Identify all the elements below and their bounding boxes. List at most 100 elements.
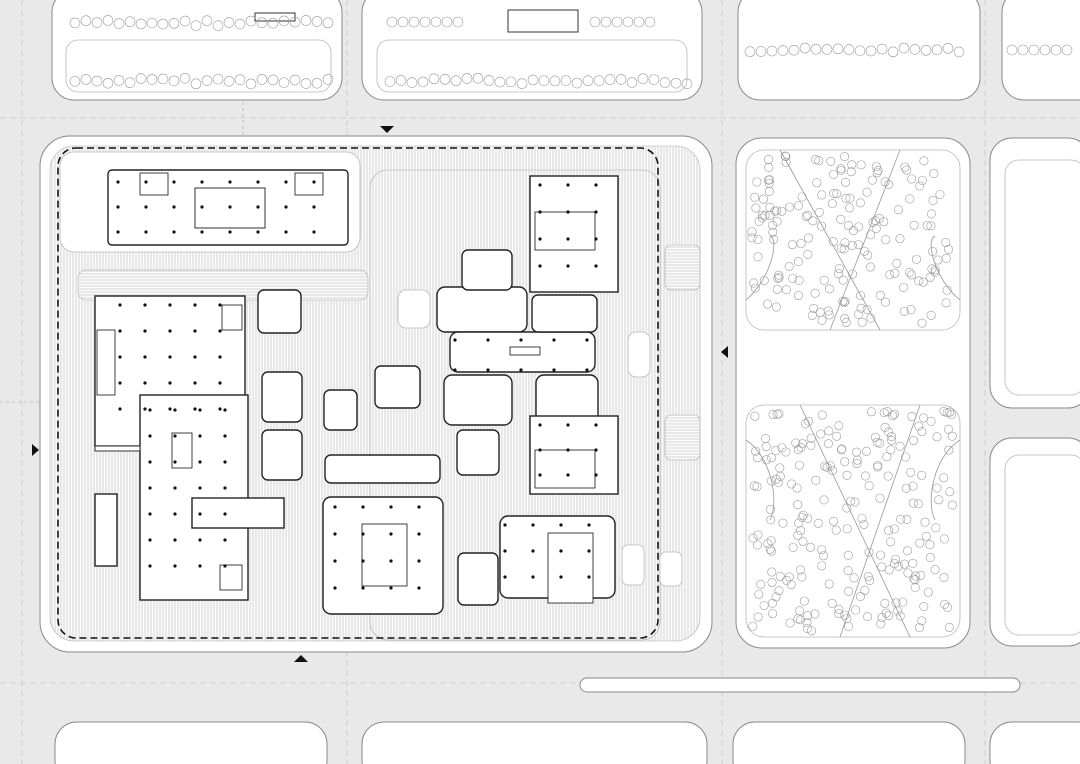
tree-canopy-icon	[754, 216, 764, 226]
tree-canopy-icon	[909, 574, 919, 584]
tree-canopy-icon	[836, 445, 846, 455]
tree-canopy-icon	[800, 419, 810, 429]
column-dot	[566, 210, 570, 214]
tree-canopy-icon	[750, 192, 760, 202]
tree-canopy-icon	[877, 562, 887, 572]
tree-canopy-icon	[527, 74, 539, 86]
tree-canopy-icon	[840, 296, 850, 306]
tree-canopy-icon	[806, 626, 816, 636]
tree-canopy-icon	[472, 72, 484, 84]
column-dot	[417, 559, 421, 563]
column-dot	[144, 180, 148, 184]
tree-canopy-icon	[890, 268, 900, 278]
tree-canopy-icon	[892, 258, 902, 268]
tree-canopy-icon	[880, 422, 890, 432]
tree-canopy-icon	[777, 45, 789, 56]
column-dot	[538, 183, 542, 187]
tree-canopy-icon	[945, 487, 955, 497]
tree-canopy-icon	[795, 606, 805, 616]
tree-canopy-icon	[834, 264, 844, 274]
column-dot	[172, 180, 176, 184]
tree-canopy-icon	[747, 233, 757, 243]
tree-canopy-icon	[851, 605, 861, 615]
tree-canopy-icon	[834, 609, 844, 619]
tree-canopy-icon	[914, 276, 924, 286]
tree-canopy-icon	[763, 299, 773, 309]
tree-canopy-icon	[876, 550, 886, 560]
tree-canopy-icon	[781, 157, 791, 167]
tree-canopy-icon	[908, 481, 918, 491]
tree-canopy-icon	[765, 504, 775, 514]
column-dot	[173, 486, 177, 490]
tree-canopy-icon	[289, 74, 301, 86]
tree-canopy-icon	[772, 284, 782, 294]
entry-arrow-icon	[721, 346, 728, 358]
tree-canopy-icon	[311, 78, 323, 89]
tree-canopy-icon	[870, 432, 880, 442]
tree-canopy-icon	[604, 74, 616, 85]
tree-canopy-icon	[872, 437, 882, 447]
column-dot	[566, 264, 570, 268]
tree-canopy-icon	[930, 265, 940, 275]
tree-canopy-icon	[806, 440, 816, 450]
tree-canopy-icon	[816, 429, 826, 439]
property-redline	[57, 147, 659, 639]
tree-canopy-icon	[893, 606, 903, 616]
column-dot	[587, 575, 591, 579]
tree-canopy-icon	[794, 201, 804, 211]
tree-canopy-icon	[857, 317, 867, 327]
tree-canopy-icon	[846, 496, 856, 506]
tree-canopy-icon	[785, 618, 795, 628]
tree-canopy-icon	[793, 291, 803, 301]
tree-canopy-icon	[750, 411, 760, 421]
tree-canopy-icon	[947, 409, 957, 419]
tree-canopy-icon	[909, 44, 921, 55]
tree-canopy-icon	[787, 240, 797, 250]
tree-canopy-icon	[751, 446, 761, 456]
tree-canopy-icon	[827, 598, 837, 608]
column-dot	[552, 368, 556, 372]
tree-canopy-icon	[926, 416, 936, 426]
column-dot	[116, 180, 120, 184]
tree-canopy-icon	[848, 269, 858, 279]
column-dot	[538, 423, 542, 427]
tree-canopy-icon	[797, 572, 807, 582]
column-dot	[566, 183, 570, 187]
tree-canopy-icon	[930, 267, 940, 277]
tree-canopy-icon	[771, 302, 781, 312]
tree-canopy-icon	[450, 75, 462, 87]
tree-canopy-icon	[901, 452, 911, 462]
tree-canopy-icon	[748, 533, 758, 543]
tree-canopy-icon	[806, 433, 816, 443]
tree-canopy-icon	[223, 76, 235, 87]
tree-canopy-icon	[824, 310, 834, 320]
tree-canopy-icon	[854, 240, 864, 250]
tree-canopy-icon	[817, 561, 827, 571]
tree-canopy-icon	[763, 539, 773, 549]
column-dot	[531, 523, 535, 527]
tree-canopy-icon	[941, 253, 951, 263]
entry-arrow-icon	[380, 126, 394, 133]
tree-canopy-icon	[907, 270, 917, 280]
tree-canopy-icon	[868, 217, 878, 227]
tree-canopy-icon	[157, 18, 169, 30]
column-dot	[228, 230, 232, 234]
tree-canopy-icon	[886, 445, 896, 455]
tree-canopy-icon	[917, 175, 927, 185]
column-dot	[538, 448, 542, 452]
tree-canopy-icon	[863, 250, 873, 260]
tree-canopy-icon	[899, 306, 909, 316]
column-dot	[519, 338, 523, 342]
tree-canopy-icon	[873, 166, 883, 176]
tree-canopy-icon	[898, 42, 910, 54]
column-dot	[173, 538, 177, 542]
tree-canopy-icon	[921, 531, 931, 541]
tree-canopy-icon	[626, 77, 638, 88]
tree-canopy-icon	[929, 169, 939, 179]
tree-canopy-icon	[760, 433, 770, 443]
column-dot	[594, 237, 598, 241]
column-dot	[566, 448, 570, 452]
tree-canopy-icon	[824, 426, 834, 436]
column-dot	[193, 303, 197, 307]
tree-canopy-icon	[852, 459, 862, 469]
